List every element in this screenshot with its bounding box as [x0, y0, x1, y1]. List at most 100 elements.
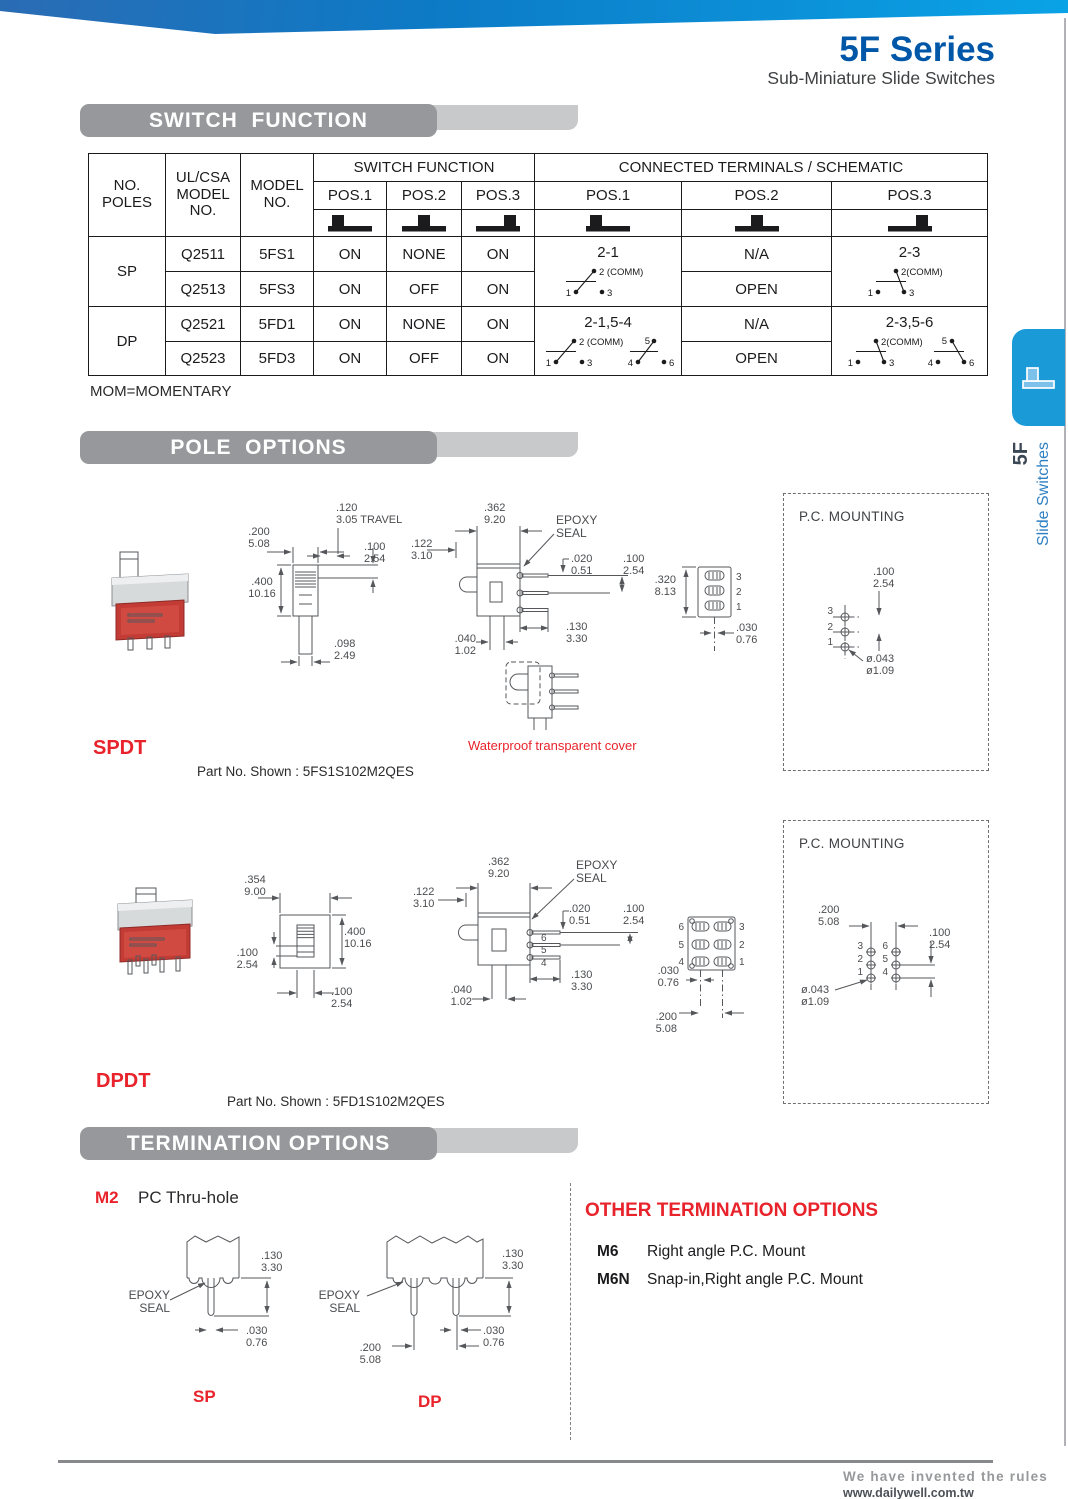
dpdt-front-view-drawing: [258, 893, 352, 998]
col-header-ulcsa: UL/CSA MODEL NO.: [165, 153, 241, 237]
terminal-label: 2(COMM): [881, 337, 923, 348]
dim-label: .100 2.54: [236, 947, 258, 972]
pos2-state: OFF: [386, 341, 462, 376]
dim-label: .400 10.16: [344, 926, 372, 951]
momentary-note: MOM=MOMENTARY: [90, 383, 232, 400]
dim-label: .040 1.02: [450, 984, 472, 1009]
terminal-label: 1: [546, 358, 551, 369]
switch-function-table: NO. POLES UL/CSA MODEL NO. MODEL NO. SWI…: [88, 153, 989, 376]
connected-pos1-dp: 2-1,5-4 2 (COMM) 1 3 5 4 6: [534, 306, 683, 376]
dim-label: .100 2.54: [873, 566, 895, 591]
pos2-header: POS.2: [386, 181, 462, 210]
section-banner-switch-function: SWITCH FUNCTION: [80, 104, 437, 137]
terminal-label: 4: [927, 358, 932, 369]
termination-desc-m2: PC Thru-hole: [138, 1188, 239, 1207]
terminal-number: 2: [857, 954, 863, 965]
terminal-number: 6: [541, 933, 547, 944]
ul-model: Q2513: [165, 271, 241, 307]
option-code-m6: M6: [597, 1243, 619, 1260]
terminal-label: 2(COMM): [901, 267, 943, 278]
slider-position-left-icon: [534, 209, 683, 237]
spdt-part-number: Part No. Shown : 5FS1S102M2QES: [197, 764, 414, 779]
footer-url[interactable]: www.dailywell.com.tw: [843, 1486, 974, 1499]
pc-mounting-title: P.C. MOUNTING: [799, 836, 905, 851]
connected-terminals: 2-3,5-6: [885, 313, 934, 331]
terminal-label: 6: [669, 358, 674, 369]
footer-slogan: We have invented the rules: [843, 1469, 1049, 1484]
dim-label: .362 9.20: [488, 856, 510, 881]
model-no: 5FD3: [240, 341, 314, 376]
ul-model: Q2521: [165, 306, 241, 342]
dim-label: .100 2.54: [623, 553, 645, 578]
dpdt-pos1-schematic: 2 (COMM) 1 3 5 4 6: [546, 336, 675, 369]
terminal-label: 5: [645, 336, 650, 347]
dim-label: .020 0.51: [569, 903, 591, 928]
col-header-poles: NO. POLES: [88, 153, 166, 237]
pos3-state: ON: [460, 271, 536, 307]
dim-label: .130 3.30: [571, 969, 593, 994]
pos3-state: ON: [460, 341, 536, 376]
right-edge-rule: [1064, 18, 1066, 1446]
pos1-header: POS.1: [313, 181, 387, 210]
slide-switch-icon: [1021, 366, 1055, 389]
waterproof-cover-drawing: [505, 661, 579, 730]
terminal-number: 5: [882, 954, 888, 965]
section-divider-dashed: [570, 1183, 571, 1440]
terminal-number: 1: [736, 602, 742, 613]
model-no: 5FS3: [240, 271, 314, 307]
dp-label: DP: [418, 1392, 442, 1411]
terminal-label: 3: [889, 358, 894, 369]
slider-position-right-icon: [460, 209, 536, 237]
terminal-label: 1: [566, 288, 571, 299]
slider-position-right-icon: [831, 209, 989, 237]
connected-pos2: OPEN: [681, 341, 833, 376]
pos2-state: OFF: [386, 271, 462, 307]
pos1-state: ON: [313, 271, 387, 307]
dim-label: .100 2.54: [929, 927, 951, 952]
table-row: DP Q2521 5FD1 ON NONE ON 2-1,5-4 2 (COMM…: [88, 306, 989, 376]
dim-label: .100 2.54: [331, 986, 353, 1011]
dpdt-pc-mounting-box: [783, 820, 989, 1104]
terminal-label: 1: [847, 358, 852, 369]
col-header-model: MODEL NO.: [240, 153, 314, 237]
terminal-number: 2: [736, 587, 742, 598]
dim-label: .030 0.76: [483, 1325, 505, 1350]
dim-label: .130 3.30: [261, 1250, 283, 1275]
terminal-number: 4: [541, 958, 547, 969]
option-desc-m6: Right angle P.C. Mount: [647, 1243, 806, 1260]
option-code-m6n: M6N: [597, 1271, 630, 1288]
side-tab-series: 5F: [1010, 442, 1032, 466]
connected-pos3-sp: 2-3 2(COMM) 1 3: [831, 236, 989, 307]
dim-label: .030 0.76: [736, 622, 758, 647]
dim-label: ø.043 ø1.09: [801, 984, 830, 1009]
terminal-number: 6: [678, 922, 684, 933]
pos2-header: POS.2: [681, 181, 833, 210]
slider-position-center-icon: [681, 209, 833, 237]
terminal-number: 4: [882, 967, 888, 978]
dim-label: EPOXY SEAL: [128, 1288, 170, 1316]
spdt-label: SPDT: [93, 737, 147, 759]
terminal-label: 3: [909, 288, 914, 299]
side-tab-vertical-text: 5F Slide Switches: [1010, 442, 1056, 592]
terminal-number: 3: [739, 922, 745, 933]
dim-label: .098 2.49: [334, 638, 356, 663]
dim-label: .200 5.08: [359, 1342, 381, 1367]
ul-model: Q2511: [165, 236, 241, 272]
pos1-header: POS.1: [534, 181, 683, 210]
dim-label: .200 5.08: [655, 1011, 677, 1036]
spdt-pos1-schematic: 2 (COMM) 1 3: [566, 267, 644, 299]
slider-position-left-icon: [313, 209, 387, 237]
terminal-number: 3: [736, 572, 742, 583]
terminal-number: 1: [739, 957, 745, 968]
spdt-pc-mounting-box: [783, 493, 989, 771]
other-termination-title: OTHER TERMINATION OPTIONS: [585, 1200, 879, 1221]
slider-position-center-icon: [386, 209, 462, 237]
dp-termination-drawing: [366, 1235, 513, 1350]
connected-pos3-dp: 2-3,5-6 2(COMM) 1 3 5 4 6: [831, 306, 989, 376]
terminal-number: 2: [739, 940, 745, 951]
pos1-state: ON: [313, 236, 387, 272]
terminal-number: 4: [678, 957, 684, 968]
dim-label: EPOXY SEAL: [576, 858, 618, 886]
option-desc-m6n: Snap-in,Right angle P.C. Mount: [647, 1271, 863, 1288]
